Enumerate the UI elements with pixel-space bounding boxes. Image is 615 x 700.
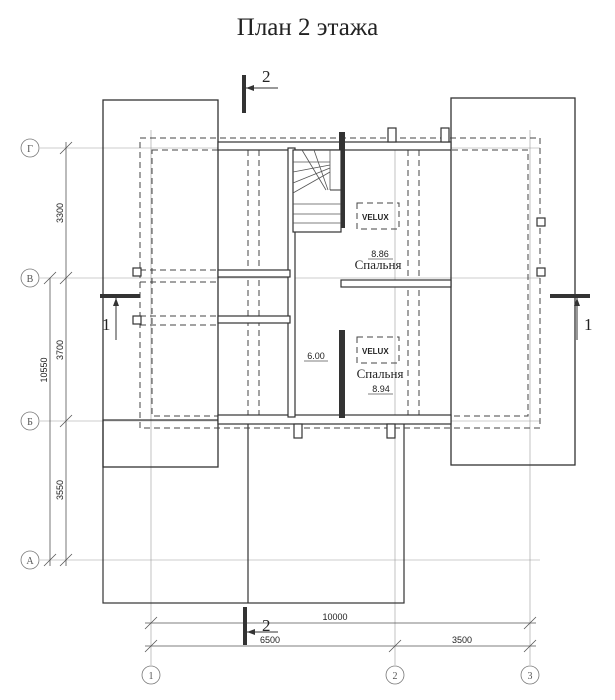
axis-label-3: 3 <box>528 671 533 682</box>
dim-10000: 10000 <box>322 612 347 622</box>
axis-label-b: Б <box>27 417 33 428</box>
velux-window-lower: VELUX <box>356 336 400 364</box>
section-mark-top: 2 <box>242 67 278 113</box>
walls <box>132 127 546 439</box>
axis-bubble-v: В <box>20 268 40 288</box>
axis-bubble-g: Г <box>20 138 40 158</box>
section-mark-bottom: 2 <box>243 607 278 645</box>
staircase <box>292 149 342 233</box>
axis-bubble-1: 1 <box>141 665 161 685</box>
section-label-right: 1 <box>584 315 593 334</box>
section-mark-left: 1 <box>100 294 140 340</box>
velux-window-upper: VELUX <box>356 202 400 230</box>
axis-label-g: Г <box>27 144 33 155</box>
axis-bubble-3: 3 <box>520 665 540 685</box>
room-name-upper: Спальня <box>355 257 402 272</box>
axis-bubble-b: Б <box>20 411 40 431</box>
section-label-top: 2 <box>262 67 271 86</box>
dim-10550: 10550 <box>39 357 49 382</box>
right-roof-wing <box>450 97 576 466</box>
axis-label-2: 2 <box>393 671 398 682</box>
axis-label-v: В <box>27 274 34 285</box>
axis-bubble-a: А <box>20 550 40 570</box>
velux-label-lower: VELUX <box>362 347 389 356</box>
section-mark-right: 1 <box>550 294 593 340</box>
dim-3500: 3500 <box>452 635 472 645</box>
dim-3700: 3700 <box>55 340 65 360</box>
room-area-upper: 8.86 <box>371 249 389 259</box>
room-area-lower: 8.94 <box>372 384 390 394</box>
hall-area: 6.00 <box>307 351 325 361</box>
bottom-dimension-chain: 10000 6500 3500 <box>144 612 537 653</box>
velux-label-upper: VELUX <box>362 213 389 222</box>
axis-bubble-2: 2 <box>385 665 405 685</box>
section-label-left: 1 <box>102 315 111 334</box>
dim-3300: 3300 <box>55 203 65 223</box>
left-dimension-chain: 3300 3700 3550 10550 <box>39 141 73 567</box>
plan-title: План 2 этажа <box>236 14 379 41</box>
left-roof-wing <box>102 99 219 468</box>
dim-3550: 3550 <box>55 480 65 500</box>
dim-6500: 6500 <box>260 635 280 645</box>
section-label-bottom: 2 <box>262 616 271 635</box>
lower-floor-outline <box>102 419 405 604</box>
axis-label-1: 1 <box>149 671 154 682</box>
axis-label-a: А <box>26 556 34 567</box>
room-name-lower: Спальня <box>357 366 404 381</box>
